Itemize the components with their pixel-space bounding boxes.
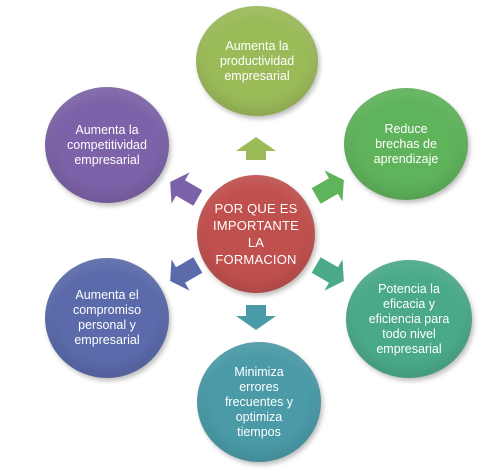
node-top-line: Aumenta la	[225, 38, 289, 53]
node-bottom-line: Minimiza	[234, 364, 284, 379]
node-bottom-left-line: personal y	[78, 318, 136, 332]
center-line-2: IMPORTANTE	[212, 218, 300, 233]
center-label: POR QUE ES IMPORTANTE LA FORMACION	[203, 200, 309, 268]
node-bottom-line: optimiza	[235, 409, 283, 424]
node-bottom-left-label: Aumenta el compromiso personal y empresa…	[63, 288, 151, 348]
node-top-right-line: brechas de	[375, 136, 437, 151]
node-top-right-label: Reduce brechas de aprendizaje	[364, 122, 449, 167]
center-line-1: POR QUE ES	[214, 201, 298, 216]
node-top-left: Aumenta la competitividad empresarial	[45, 87, 169, 203]
arrow-top-right	[311, 170, 344, 204]
node-top-left-line: empresarial	[74, 152, 140, 167]
node-bottom-line: frecuentes y	[224, 394, 294, 409]
node-bottom-left-line: Aumenta el	[75, 288, 139, 302]
arrow-bottom-left	[170, 257, 203, 291]
node-top-line: productividad	[219, 53, 295, 68]
arrow-bottom-right	[311, 257, 344, 291]
arrow-top	[236, 137, 276, 160]
center-circle: POR QUE ES IMPORTANTE LA FORMACION	[197, 175, 315, 293]
node-top-right: Reduce brechas de aprendizaje	[344, 88, 468, 200]
node-top-line: empresarial	[224, 68, 290, 83]
node-top-left-line: competitividad	[67, 137, 147, 152]
node-bottom-left-line: empresarial	[74, 333, 140, 347]
node-bottom-right-label: Potencia la eficacia y eficiencia para t…	[359, 282, 460, 357]
node-top-right-line: aprendizaje	[373, 151, 439, 166]
node-bottom: Minimiza errores frecuentes y optimiza t…	[197, 342, 321, 462]
center-line-4: FORMACION	[215, 252, 297, 267]
node-bottom-right: Potencia la eficacia y eficiencia para t…	[346, 260, 472, 378]
node-top: Aumenta la productividad empresarial	[196, 6, 318, 116]
node-bottom-label: Minimiza errores frecuentes y optimiza t…	[215, 365, 303, 440]
center-line-3: LA	[247, 235, 265, 250]
node-top-left-label: Aumenta la competitividad empresarial	[57, 123, 157, 168]
node-bottom-right-line: empresarial	[376, 341, 442, 356]
node-top-label: Aumenta la productividad empresarial	[210, 39, 304, 84]
node-bottom-left-line: compromiso	[72, 303, 142, 317]
node-bottom-right-line: eficacia y	[382, 296, 436, 311]
node-top-right-line: Reduce	[384, 121, 428, 136]
node-bottom-right-line: todo nivel	[382, 326, 436, 341]
node-bottom-right-line: eficiencia para	[368, 311, 450, 326]
node-bottom-line: errores	[239, 379, 279, 394]
node-bottom-line: tiempos	[237, 424, 281, 439]
arrow-bottom	[236, 305, 276, 330]
arrow-top-left	[170, 172, 203, 206]
node-bottom-right-line: Potencia la	[378, 281, 440, 296]
node-top-left-line: Aumenta la	[75, 122, 139, 137]
node-bottom-left: Aumenta el compromiso personal y empresa…	[45, 258, 169, 378]
